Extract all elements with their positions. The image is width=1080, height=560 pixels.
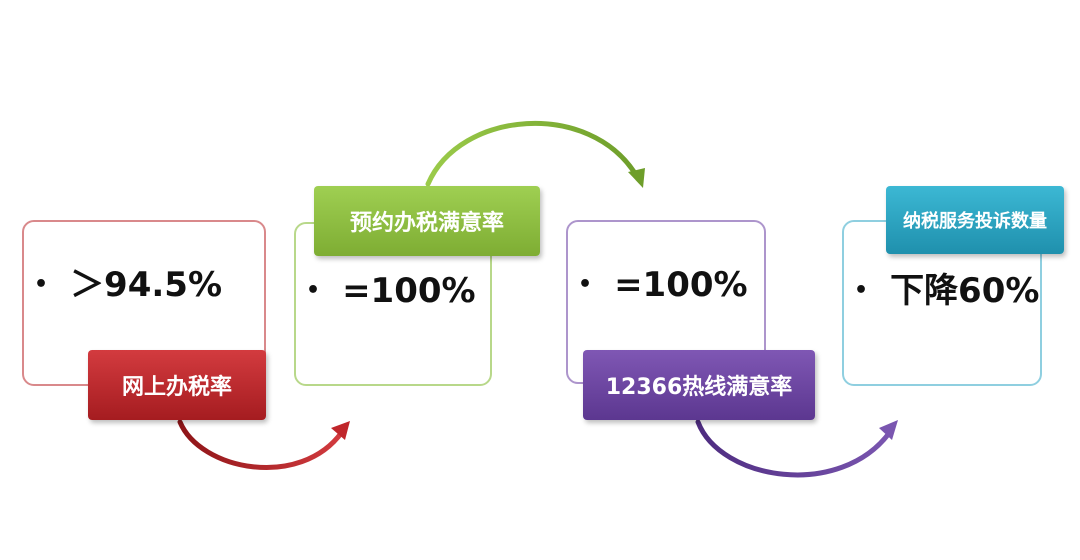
step-4-label-tag: 纳税服务投诉数量 bbox=[886, 186, 1064, 254]
step-4-label: 纳税服务投诉数量 bbox=[903, 211, 1047, 232]
step-4-value-row: • 下降60% bbox=[854, 274, 1039, 308]
step-2-value: =100% bbox=[342, 271, 476, 311]
bullet-icon: • bbox=[306, 278, 321, 303]
bullet-icon: • bbox=[34, 272, 49, 297]
bullet-icon: • bbox=[854, 278, 869, 303]
step-1-label-tag: 网上办税率 bbox=[88, 350, 266, 420]
step-2-value-row: • =100% bbox=[306, 274, 476, 308]
step-3-label-tag: 12366热线满意率 bbox=[583, 350, 815, 420]
step-1-value: ＞94.5% bbox=[70, 265, 223, 305]
step-1-value-row: • ＞94.5% bbox=[34, 268, 222, 302]
step-1-label: 网上办税率 bbox=[121, 375, 232, 400]
arrow-purple bbox=[695, 419, 898, 478]
bullet-icon: • bbox=[578, 272, 593, 297]
step-2-label-tag: 预约办税满意率 bbox=[314, 186, 540, 256]
arrow-red bbox=[177, 419, 350, 471]
step-3-value-row: • =100% bbox=[578, 268, 748, 302]
arrow-green bbox=[425, 121, 645, 188]
step-3-value: =100% bbox=[614, 265, 748, 305]
step-4-value: 下降60% bbox=[890, 271, 1040, 311]
step-3-label: 12366热线满意率 bbox=[605, 375, 793, 400]
step-2-label: 预约办税满意率 bbox=[349, 211, 504, 236]
